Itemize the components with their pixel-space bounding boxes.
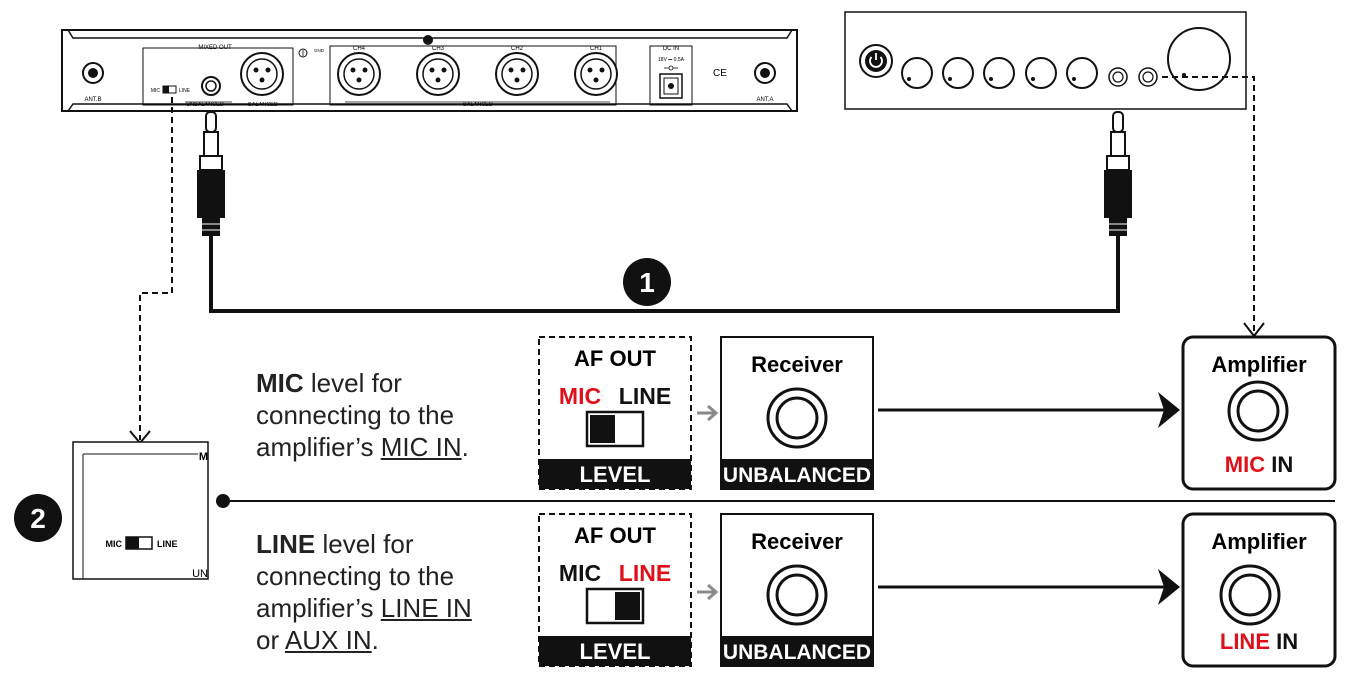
amplifier-input-label: LINE IN — [1220, 629, 1298, 654]
amp-knob — [1025, 57, 1057, 89]
af-out-switch-box: AF OUT MIC LINE LEVEL — [538, 513, 692, 667]
unbalanced-label: UNBALANCED — [723, 464, 871, 487]
signal-arrow — [878, 569, 1180, 605]
amplifier-input-label: MIC IN — [1225, 452, 1293, 477]
line-in-link: LINE IN — [380, 593, 472, 623]
line-level-description: LINE level for connecting to the amplifi… — [256, 529, 472, 655]
receiver-jack-icon — [766, 387, 828, 449]
amp-knob — [901, 57, 933, 89]
panel-mic-line-switch: MIC LINE — [151, 85, 191, 94]
dc-jack — [659, 73, 683, 99]
channel-label: CH2 — [511, 46, 524, 52]
xlr-output-ch3 — [416, 52, 460, 96]
xlr-output-ch2 — [495, 52, 539, 96]
svg-text:2: 2 — [30, 503, 46, 534]
step-badge-2: 2 — [14, 494, 62, 542]
amplifier-jack-icon — [1227, 380, 1289, 442]
mixed-out-label: MIXED OUT — [198, 45, 232, 51]
row-mic-level: AF OUT MIC LINE LEVEL Receiver UNBALANCE… — [538, 335, 1337, 491]
zoom-mic-label: MIC — [106, 539, 123, 549]
dc-spec-label: 18V ⎓ 0.5A — [658, 57, 685, 63]
amplifier-box: Amplifier MIC IN — [1181, 335, 1337, 491]
level-label: LEVEL — [580, 639, 651, 664]
af-out-switch-box: AF OUT MIC LINE LEVEL — [538, 336, 692, 490]
mic-level-description: MIC level for connecting to the amplifie… — [256, 368, 469, 462]
af-out-label: AF OUT — [574, 523, 656, 548]
level-label: LEVEL — [580, 462, 651, 487]
switch-mic-label: MIC — [559, 383, 601, 409]
switch-mic-label: MIC — [559, 560, 601, 586]
zoom-line-label: LINE — [157, 539, 178, 549]
receiver-rear-panel: ANT.B MIXED OUT MIC LINE UNBALANCED BALA… — [61, 29, 798, 112]
receiver-label: Receiver — [751, 352, 843, 377]
receiver-box: Receiver UNBALANCED — [720, 336, 874, 490]
zoom-edge-label-top: M — [199, 451, 208, 463]
switch-line-label: LINE — [619, 383, 671, 409]
amp-input-jack — [1108, 67, 1128, 87]
amplifier-jack-icon — [1219, 564, 1281, 626]
amp-knob — [942, 57, 974, 89]
ant-a-label: ANT.A — [756, 97, 773, 103]
svg-text:MIC: MIC — [151, 88, 161, 94]
left-jack-plug — [197, 111, 225, 236]
grey-arrow-icon — [697, 583, 719, 601]
mic-line-switch-icon — [585, 587, 645, 625]
dashed-guide-to-amplifier — [1162, 76, 1265, 338]
zoom-edge-label-bottom: UN — [192, 568, 208, 580]
grey-arrow-icon — [697, 404, 719, 422]
svg-text:1: 1 — [639, 267, 655, 298]
aux-in-link: AUX IN — [284, 625, 372, 655]
xlr-output-ch1 — [574, 52, 618, 96]
gnd-label: GND — [314, 48, 325, 53]
receiver-box: Receiver UNBALANCED — [720, 513, 874, 667]
amp-knob — [1066, 57, 1098, 89]
channel-label: CH4 — [353, 46, 366, 52]
balanced-panel-label: BALANCED — [248, 102, 278, 108]
dc-in-label: DC IN — [663, 46, 679, 52]
desc-bold: LINE — [256, 529, 316, 559]
right-jack-plug — [1104, 111, 1132, 236]
svg-text:LINE: LINE — [179, 88, 191, 94]
amp-volume-knob — [1167, 27, 1231, 91]
mic-in-link: MIC IN — [380, 432, 462, 462]
xlr-output-ch4 — [337, 52, 381, 96]
ground-screw-icon — [298, 48, 308, 58]
amp-input-jack — [1138, 67, 1158, 87]
receiver-label: Receiver — [751, 529, 843, 554]
switch-line-label: LINE — [619, 560, 671, 586]
panel-balanced-xlr — [240, 52, 284, 96]
panel-unbalanced-jack — [201, 76, 221, 96]
antenna-a-connector — [754, 62, 776, 84]
amplifier-box: Amplifier LINE IN — [1181, 512, 1337, 668]
af-out-label: AF OUT — [574, 346, 656, 371]
receiver-jack-icon — [766, 564, 828, 626]
power-button-icon — [859, 44, 893, 78]
dashed-guide-to-zoom — [129, 97, 173, 445]
mic-line-switch-icon — [585, 410, 645, 448]
zoom-switch-icon — [125, 536, 153, 550]
row-line-level: AF OUT MIC LINE LEVEL Receiver UNBALANCE… — [538, 512, 1337, 668]
audio-cable-line — [209, 236, 1120, 313]
balanced-group-label: BALANCED — [463, 102, 493, 108]
signal-arrow — [878, 392, 1180, 428]
step-badge-1: 1 — [623, 258, 671, 306]
unbalanced-panel-label: UNBALANCED — [186, 102, 224, 108]
desc-bold: MIC — [256, 368, 304, 398]
ant-b-label: ANT.B — [84, 97, 101, 103]
zoomed-switch-panel: M UN MIC LINE — [72, 441, 209, 580]
dc-polarity-icon — [664, 65, 678, 71]
amplifier-label: Amplifier — [1211, 352, 1307, 377]
amplifier-label: Amplifier — [1211, 529, 1307, 554]
ce-mark: CE — [713, 68, 727, 79]
unbalanced-label: UNBALANCED — [723, 641, 871, 664]
channel-label: CH1 — [590, 46, 603, 52]
antenna-b-connector — [82, 62, 104, 84]
amp-knob — [983, 57, 1015, 89]
channel-label: CH3 — [432, 46, 445, 52]
divider-line — [216, 494, 1335, 508]
top-screw-icon — [423, 35, 433, 45]
amplifier-front-panel — [844, 11, 1247, 110]
